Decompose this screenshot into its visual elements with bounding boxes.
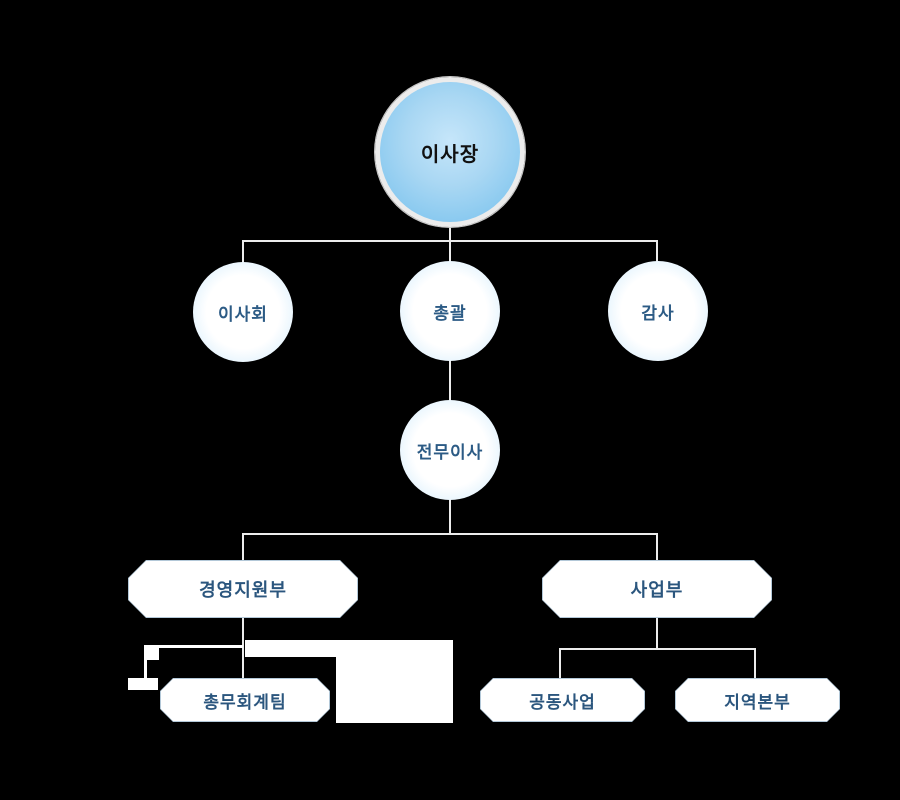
connector-mgmt-to-team — [242, 617, 244, 678]
connector-mgmt-support-down — [242, 533, 244, 560]
connector-level5-horizontal — [559, 648, 756, 650]
artifact-left-branch-line — [145, 645, 243, 648]
connector-chairman-down — [449, 226, 451, 241]
node-general-management-label: 총괄 — [433, 303, 467, 324]
node-auditor: 감사 — [608, 261, 708, 361]
node-management-support-dept-label: 경영지원부 — [199, 580, 287, 601]
node-executive-director-label: 전무이사 — [416, 442, 484, 463]
node-board: 이사회 — [193, 262, 293, 362]
node-chairman-label: 이사장 — [420, 141, 480, 166]
node-business-dept: 사업부 — [542, 560, 772, 618]
node-auditor-label: 감사 — [641, 303, 675, 324]
connector-board-down — [242, 240, 244, 264]
artifact-left-branch-stub — [144, 660, 147, 678]
artifact-white-block — [336, 657, 453, 723]
connector-general-to-executive — [449, 360, 451, 402]
node-regional-headquarters: 지역본부 — [675, 678, 840, 722]
node-executive-director: 전무이사 — [400, 400, 500, 500]
node-business-dept-label: 사업부 — [630, 580, 684, 601]
node-chairman: 이사장 — [375, 77, 525, 227]
node-general-management: 총괄 — [400, 261, 500, 361]
connector-regional-down — [754, 648, 756, 678]
node-joint-business-label: 공동사업 — [529, 692, 596, 713]
connector-joint-down — [559, 648, 561, 678]
connector-business-stem — [656, 617, 658, 649]
connector-level4-horizontal — [242, 533, 658, 535]
connector-general-down — [449, 240, 451, 263]
connector-business-down — [656, 533, 658, 560]
node-board-label: 이사회 — [218, 304, 268, 325]
artifact-left-strip — [128, 678, 158, 690]
node-regional-headquarters-label: 지역본부 — [724, 692, 791, 713]
connector-executive-down — [449, 499, 451, 534]
node-management-support-dept: 경영지원부 — [128, 560, 358, 618]
connector-auditor-down — [656, 240, 658, 263]
node-general-affairs-accounting-team-label: 총무회계팀 — [203, 692, 287, 713]
artifact-left-branch-square — [144, 645, 159, 660]
node-joint-business: 공동사업 — [480, 678, 645, 722]
node-general-affairs-accounting-team: 총무회계팀 — [160, 678, 330, 722]
artifact-white-band — [245, 640, 453, 657]
